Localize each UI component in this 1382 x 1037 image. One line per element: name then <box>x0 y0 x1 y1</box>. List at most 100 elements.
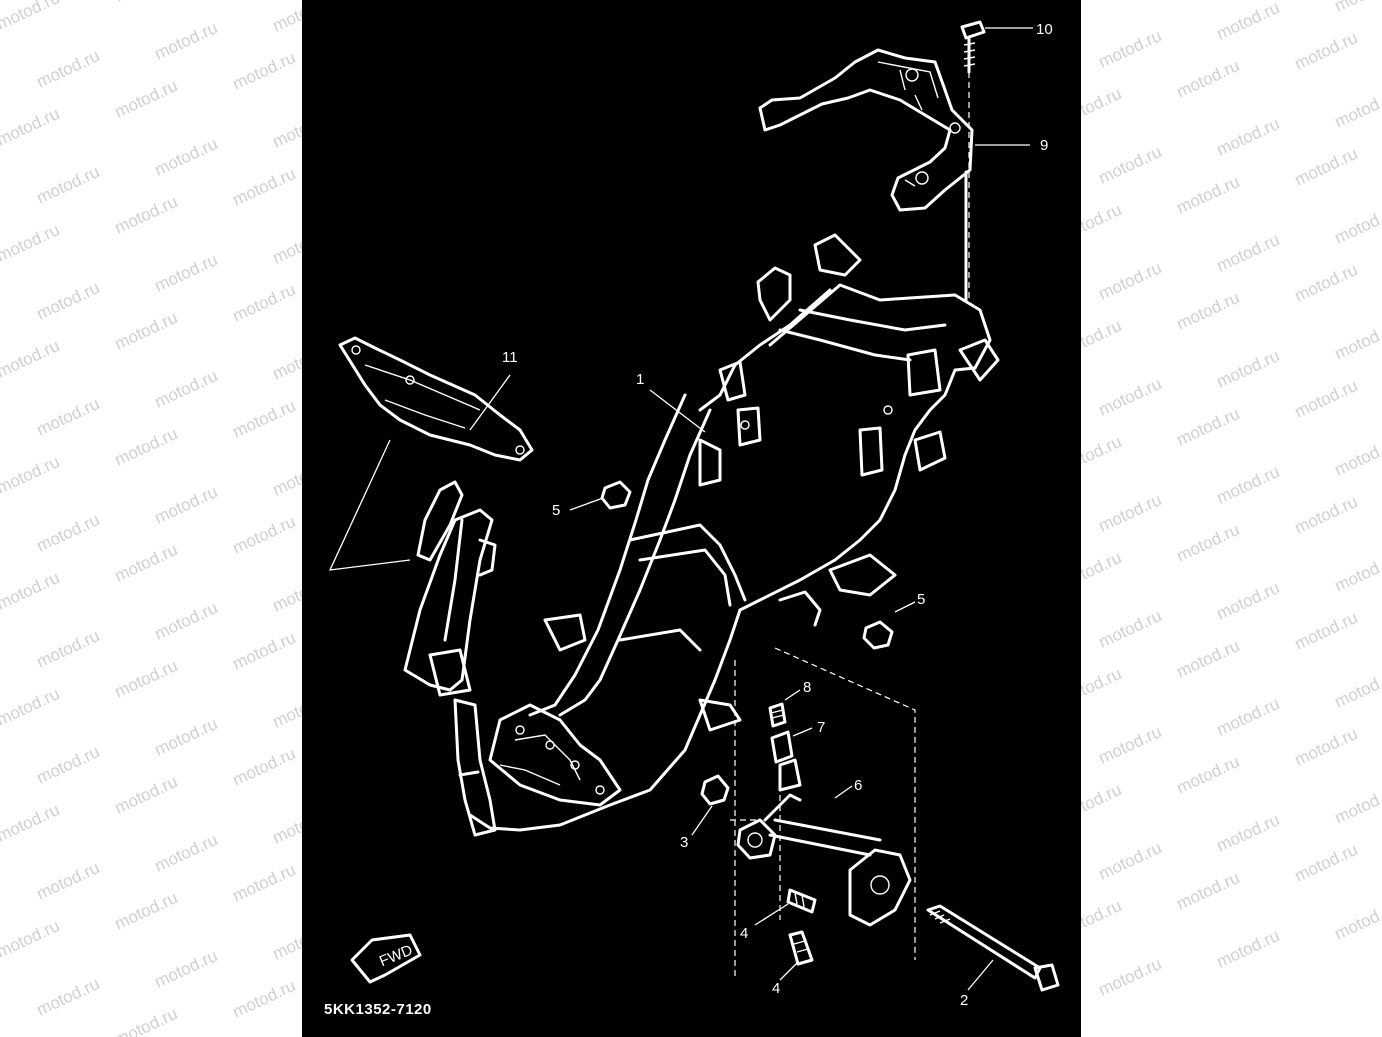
nut-a-part <box>700 774 730 806</box>
watermark-text: motod.ru <box>1332 550 1382 596</box>
watermark-text: motod.ru <box>1332 0 1382 16</box>
collar-part <box>770 730 794 764</box>
callout-9: 9 <box>1040 137 1048 154</box>
callout-5b: 5 <box>917 591 925 608</box>
watermark-text: motod.ru <box>1096 26 1165 72</box>
watermark-text: motod.ru <box>152 366 221 412</box>
watermark-text: motod.ru <box>1332 318 1382 364</box>
watermark-text: motod.ru <box>1292 840 1361 886</box>
watermark-text: motod.ru <box>1174 172 1243 218</box>
callout-8: 8 <box>803 679 811 696</box>
watermark-text: motod.ru <box>1332 782 1382 828</box>
watermark-text: motod.ru <box>0 336 62 382</box>
callout-6: 6 <box>854 777 862 794</box>
watermark-text: motod.ru <box>152 482 221 528</box>
watermark-text: motod.ru <box>1214 926 1283 972</box>
leader-lines <box>469 27 1033 991</box>
watermark-text: motod.ru <box>1292 260 1361 306</box>
watermark-text: motod.ru <box>1214 694 1283 740</box>
watermark-text: motod.ru <box>1292 724 1361 770</box>
guide-lines <box>730 647 916 980</box>
watermark-text: motod.ru <box>1332 898 1382 944</box>
callout-10: 10 <box>1036 21 1053 38</box>
bolt-b-part <box>788 930 814 966</box>
watermark-text: motod.ru <box>34 278 103 324</box>
watermark-text: motod.ru <box>112 888 181 934</box>
watermark-text: motod.ru <box>1214 114 1283 160</box>
engine-bracket-part <box>736 758 912 927</box>
fwd-arrow: FWD <box>350 933 422 984</box>
watermark-text: motod.ru <box>230 164 299 210</box>
bolt-a-part <box>786 888 817 914</box>
watermark-text: motod.ru <box>1292 376 1361 422</box>
watermark-text: motod.ru <box>1214 810 1283 856</box>
watermark-text: motod.ru <box>34 974 103 1020</box>
callout-4a: 4 <box>740 925 748 942</box>
watermark-text: motod.ru <box>152 714 221 760</box>
watermark-text: motod.ru <box>1096 722 1165 768</box>
bolt-top-part <box>960 20 986 74</box>
watermark-text: motod.ru <box>0 104 62 150</box>
watermark-text: motod.ru <box>1174 636 1243 682</box>
watermark-text: motod.ru <box>34 162 103 208</box>
watermark-text: motod.ru <box>1174 868 1243 914</box>
front-bracket-part <box>328 336 534 571</box>
watermark-text: motod.ru <box>152 250 221 296</box>
watermark-text: motod.ru <box>0 220 62 266</box>
watermark-text: motod.ru <box>34 510 103 556</box>
watermark-text: motod.ru <box>230 860 299 906</box>
exploded-diagram: FWD 10 9 1 11 5 <box>324 20 1060 1018</box>
watermark-text: motod.ru <box>112 424 181 470</box>
watermark-text: motod.ru <box>1292 144 1361 190</box>
watermark-text: motod.ru <box>1292 28 1361 74</box>
watermark-text: motod.ru <box>34 742 103 788</box>
callout-2: 2 <box>960 992 968 1009</box>
watermark-text: motod.ru <box>1292 608 1361 654</box>
watermark-text: motod.ru <box>1332 202 1382 248</box>
watermark-text: motod.ru <box>1214 230 1283 276</box>
watermark-text: motod.ru <box>1174 288 1243 334</box>
watermark-text: motod.ru <box>152 830 221 876</box>
watermark-text: motod.ru <box>230 512 299 558</box>
watermark-text: motod.ru <box>112 540 181 586</box>
watermark-text: motod.ru <box>1214 346 1283 392</box>
watermark-text: motod.ru <box>1332 86 1382 132</box>
watermark-text: motod.ru <box>34 394 103 440</box>
watermark-text: motod.ru <box>0 916 62 962</box>
watermark-text: motod.ru <box>1214 462 1283 508</box>
part-number: 5KK1352-7120 <box>324 1001 432 1018</box>
watermark-text: motod.ru <box>1096 606 1165 652</box>
watermark-text: motod.ru <box>230 280 299 326</box>
watermark-text: motod.ru <box>1214 0 1283 44</box>
watermark-text: motod.ru <box>230 744 299 790</box>
nut-c-part <box>862 620 894 650</box>
callout-3: 3 <box>680 834 688 851</box>
watermark-text: motod.ru <box>152 598 221 644</box>
callout-7: 7 <box>817 719 825 736</box>
watermark-text: motod.ru <box>112 0 181 6</box>
watermark-text: motod.ru <box>1214 578 1283 624</box>
watermark-text: motod.ru <box>34 858 103 904</box>
watermark-text: motod.ru <box>152 18 221 64</box>
watermark-text: motod.ru <box>1096 954 1165 1000</box>
watermark-text: motod.ru <box>1096 490 1165 536</box>
callout-11: 11 <box>502 349 518 366</box>
watermark-text: motod.ru <box>0 0 62 34</box>
rear-carrier-part <box>758 48 974 302</box>
watermark-text: motod.ru <box>230 976 299 1022</box>
watermark-text: motod.ru <box>112 308 181 354</box>
watermark-text: motod.ru <box>230 396 299 442</box>
watermark-text: motod.ru <box>112 1004 181 1037</box>
watermark-text: motod.ru <box>152 134 221 180</box>
watermark-text: motod.ru <box>112 772 181 818</box>
fwd-label: FWD <box>377 942 415 971</box>
watermark-text: motod.ru <box>0 684 62 730</box>
watermark-text: motod.ru <box>0 568 62 614</box>
watermark-text: motod.ru <box>1174 56 1243 102</box>
watermark-text: motod.ru <box>1174 520 1243 566</box>
watermark-text: motod.ru <box>0 800 62 846</box>
watermark-text: motod.ru <box>112 656 181 702</box>
main-frame-part <box>403 233 1000 837</box>
watermark-text: motod.ru <box>1096 258 1165 304</box>
